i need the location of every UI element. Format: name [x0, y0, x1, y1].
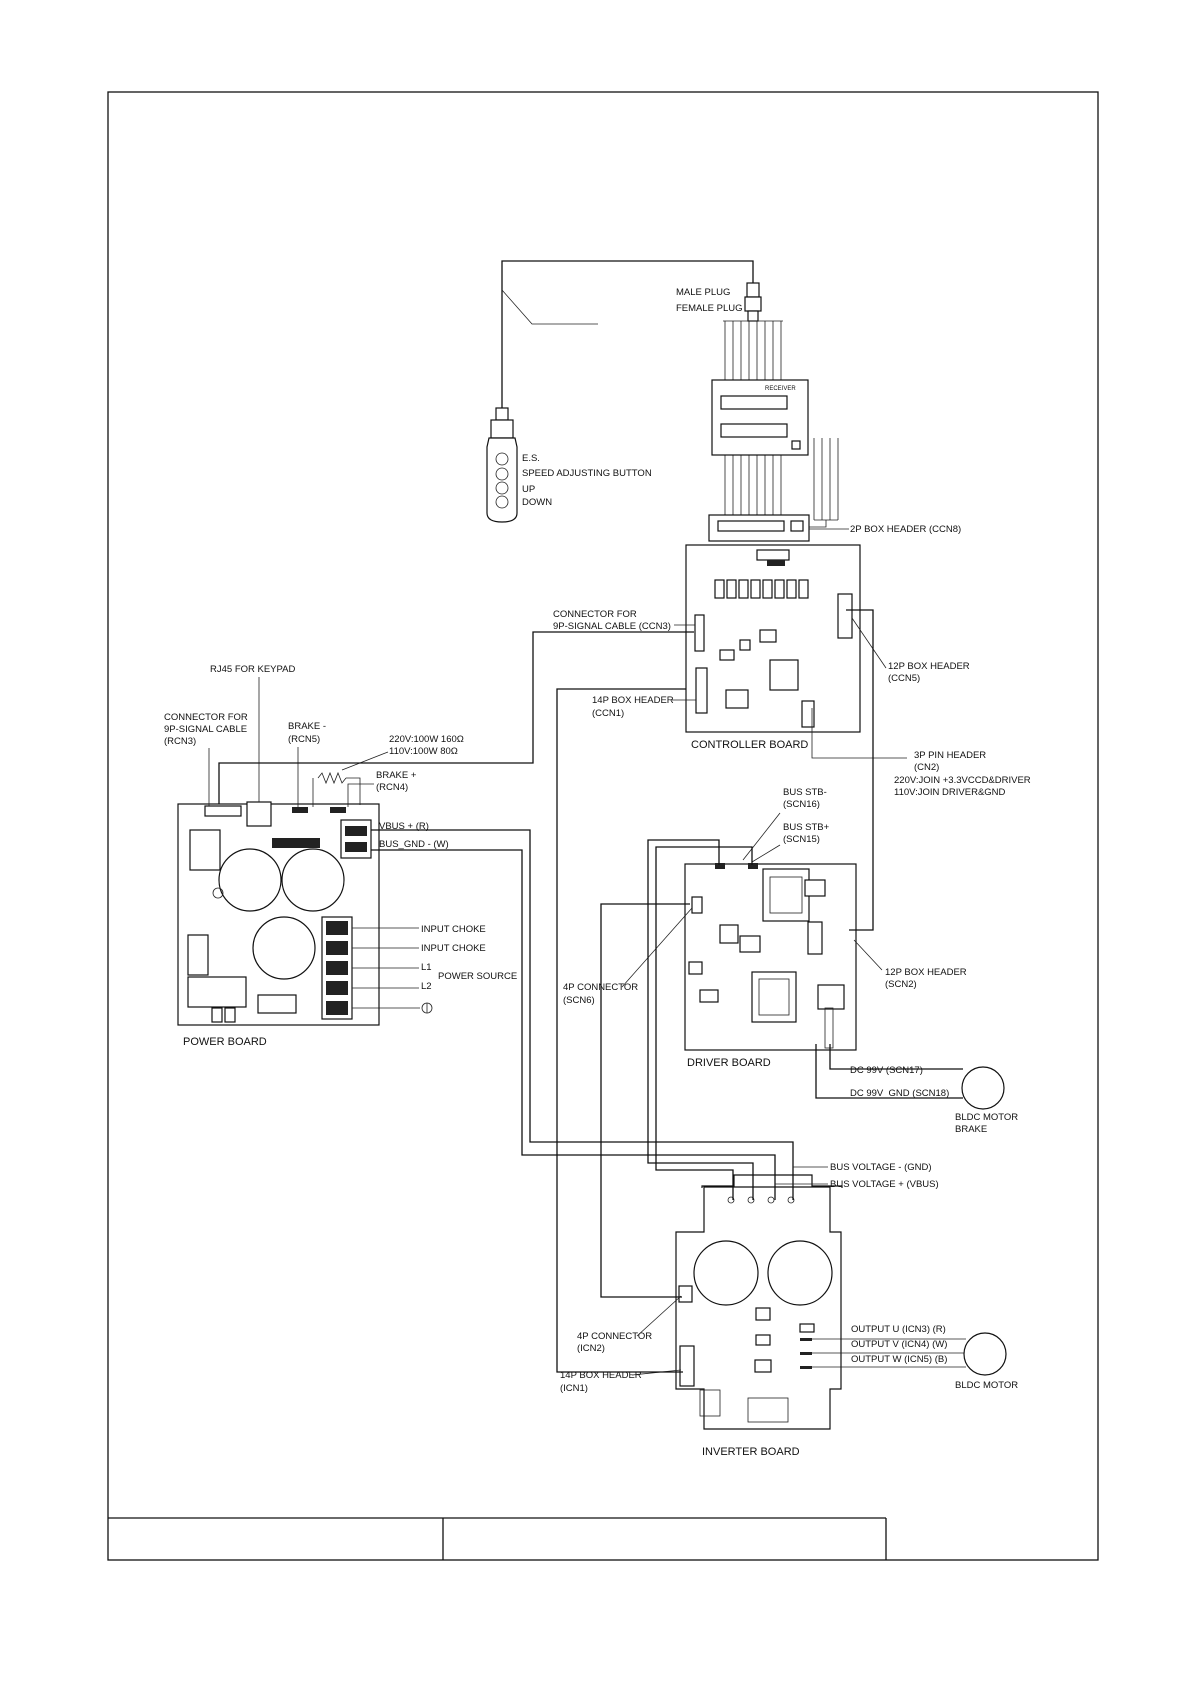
ccn3-label-line1: CONNECTOR FOR	[553, 609, 637, 620]
interconnect-wiring	[218, 609, 963, 1373]
inverter-board	[675, 1174, 848, 1430]
ccn5-label-line1: 12P BOX HEADER	[888, 661, 970, 672]
cn2-label-line1: 3P PIN HEADER	[914, 750, 986, 761]
pendant-es-label: E.S.	[522, 453, 540, 464]
rcn4-leader	[347, 783, 374, 807]
scn15-label-line2: (SCN15)	[783, 834, 820, 845]
output-w-label: OUTPUT W (ICN5) (B)	[851, 1354, 947, 1365]
scn6-leader	[621, 907, 693, 988]
controller-terminal-block	[708, 514, 810, 542]
power-board-title: POWER BOARD	[183, 1036, 267, 1048]
scn2-label-line1: 12P BOX HEADER	[885, 967, 967, 978]
controller-board-title: CONTROLLER BOARD	[691, 739, 808, 751]
female-plug-label: FEMALE PLUG	[676, 303, 743, 314]
male-plug-label: MALE PLUG	[676, 287, 730, 298]
choke2-label: INPUT CHOKE	[421, 943, 486, 954]
rcn3-label-line3: (RCN3)	[164, 736, 196, 747]
scn16-leader	[742, 812, 781, 861]
pendant-down-label: DOWN	[522, 497, 552, 508]
scn15-leader	[751, 844, 781, 863]
icn2-leader	[636, 1295, 682, 1337]
ground-icon	[421, 1002, 433, 1014]
drawing-frame	[107, 91, 1099, 1561]
receiver-title: RECEIVER	[765, 386, 796, 392]
scn2-label-line2: (SCN2)	[885, 979, 917, 990]
scn6-label-line2: (SCN6)	[563, 995, 595, 1006]
es-button-icon	[495, 452, 509, 466]
vbus-label: VBUS + (R)	[379, 821, 429, 832]
rj45-label: RJ45 FOR KEYPAD	[210, 664, 295, 675]
ccn5-label-line2: (CCN5)	[888, 673, 920, 684]
receiver-cable-bundle	[723, 320, 783, 515]
bus-voltage-gnd-label: BUS VOLTAGE - (GND)	[830, 1162, 932, 1173]
scn2-leader	[853, 939, 883, 971]
ccn1-label-line2: (CCN1)	[592, 708, 624, 719]
receiver-module	[711, 379, 809, 456]
icn2-label-line2: (ICN2)	[577, 1343, 605, 1354]
brake-resistor-icon	[317, 771, 347, 785]
scn18-label: DC 99V_GND (SCN18)	[850, 1088, 949, 1099]
output-wires	[800, 1338, 966, 1369]
inverter-board-title: INVERTER BOARD	[702, 1446, 800, 1458]
brake-motor-label-line1: BLDC MOTOR	[955, 1112, 1018, 1123]
power-terminal-wires	[352, 927, 420, 1009]
ccn1-label-line1: 14P BOX HEADER	[592, 695, 674, 706]
l1-label: L1	[421, 962, 432, 973]
power-source-label: POWER SOURCE	[438, 971, 517, 982]
scn15-label-line1: BUS STB+	[783, 822, 830, 833]
choke1-label: INPUT CHOKE	[421, 924, 486, 935]
speed-button-icon	[495, 467, 509, 481]
brake-motor-icon	[961, 1066, 1005, 1110]
pendant-up-label: UP	[522, 484, 535, 495]
icn1-label-line1: 14P BOX HEADER	[560, 1370, 642, 1381]
scn17-label: DC 99V (SCN17)	[850, 1065, 923, 1076]
rcn4-label-line2: (RCN4)	[376, 782, 408, 793]
output-v-label: OUTPUT V (ICN4) (W)	[851, 1339, 947, 1350]
resistor-lead-right	[346, 777, 361, 805]
output-u-label: OUTPUT U (ICN3) (R)	[851, 1324, 946, 1335]
cn2-label-line3: 220V:JOIN +3.3VCCD&DRIVER	[894, 775, 1031, 786]
icn2-label-line1: 4P CONNECTOR	[577, 1331, 652, 1342]
resistor-label-line2: 110V:100W 80Ω	[389, 746, 458, 757]
pendant-speed-label: SPEED ADJUSTING BUTTON	[522, 468, 652, 479]
pendant-cable	[501, 260, 754, 408]
scn16-label-line2: (SCN16)	[783, 799, 820, 810]
ccn8-cable	[804, 438, 839, 528]
power-board	[177, 801, 380, 1026]
rcn5-label-line2: (RCN5)	[288, 734, 320, 745]
rcn4-label-line1: BRAKE +	[376, 770, 417, 781]
resistor-leader	[341, 751, 389, 771]
cn2-label-line2: (CN2)	[914, 762, 939, 773]
resistor-label-line1: 220V:100W 160Ω	[389, 734, 464, 745]
ccn5-leader	[851, 617, 887, 669]
ccn3-label-line2: 9P-SIGNAL CABLE (CCN3)	[553, 621, 671, 632]
scn16-label-line1: BUS STB-	[783, 787, 827, 798]
brake-motor-label-line2: BRAKE	[955, 1124, 987, 1135]
rcn5-label-line1: BRAKE -	[288, 721, 326, 732]
driver-board-title: DRIVER BOARD	[687, 1057, 771, 1069]
rcn3-label-line1: CONNECTOR FOR	[164, 712, 248, 723]
down-button-icon	[495, 495, 509, 509]
cn2-label-line4: 110V:JOIN DRIVER&GND	[894, 787, 1006, 798]
l2-label: L2	[421, 981, 432, 992]
up-button-icon	[495, 481, 509, 495]
cn2-leader	[811, 708, 907, 759]
bldc-motor-icon	[963, 1332, 1007, 1376]
bldc-motor-label: BLDC MOTOR	[955, 1380, 1018, 1391]
rcn3-label-line2: 9P-SIGNAL CABLE	[164, 724, 247, 735]
driver-board	[684, 863, 857, 1051]
ccn8-label: 2P BOX HEADER (CCN8)	[850, 524, 961, 535]
busgnd-label: BUS_GND - (W)	[379, 839, 449, 850]
plug-icon	[744, 282, 762, 322]
pendant-control	[486, 407, 518, 523]
icn1-label-line2: (ICN1)	[560, 1383, 588, 1394]
bus-voltage-vbus-label: BUS VOLTAGE + (VBUS)	[830, 1179, 939, 1190]
controller-board	[685, 544, 861, 733]
